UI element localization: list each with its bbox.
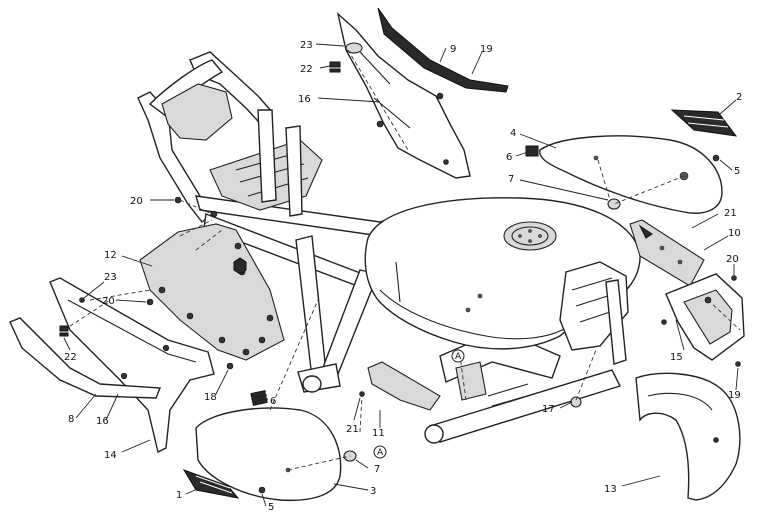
part-2-upper-badge: [670, 109, 738, 137]
part-8-fairing-trim: [9, 317, 162, 399]
part-4-upper-cover: [525, 135, 723, 214]
callout-17: 17: [542, 404, 555, 415]
callout-3: 3: [370, 486, 376, 497]
fuel-tank: [364, 197, 641, 365]
part-23-part-22-fasteners-left: [59, 297, 85, 337]
part-22-23-tail-fasteners: [329, 42, 363, 73]
part-12-side-panel: [139, 210, 285, 361]
callout-6-lower: 6: [270, 396, 276, 407]
callout-11: 11: [372, 428, 385, 439]
callout-5-lower: 5: [268, 502, 274, 513]
callout-23-tail: 23: [300, 40, 313, 51]
callout-6-upper: 6: [506, 152, 512, 163]
callout-21-right: 21: [724, 208, 737, 219]
part-10-bracket: [629, 219, 705, 287]
callout-labels: 1 2 3 4 5 5 6 6 7 7 8 9 10 11 12 13 14 1…: [64, 40, 742, 513]
callout-4: 4: [510, 128, 516, 139]
callout-20-left-lower: 20: [102, 296, 115, 307]
part-18-screw: [226, 362, 234, 370]
callout-7-lower: 7: [374, 464, 380, 475]
reference-mark-a-grommet: A: [377, 448, 384, 458]
part-1-lower-badge: [182, 469, 240, 499]
callout-18: 18: [204, 392, 217, 403]
callout-10: 10: [728, 228, 741, 239]
callout-5-upper: 5: [734, 166, 740, 177]
part-5-upper-screw: [712, 154, 720, 162]
callout-2: 2: [736, 92, 742, 103]
reference-mark-a-frame: A: [455, 352, 462, 362]
callout-22-tail: 22: [300, 64, 313, 75]
part-5-lower-screw: [258, 486, 266, 494]
part-11-bracket: [367, 361, 441, 411]
part-9-tail-trim: [377, 7, 509, 93]
callout-1: 1: [176, 490, 182, 501]
callout-7-upper: 7: [508, 174, 514, 185]
callout-22-left: 22: [64, 352, 77, 363]
callout-16-upper: 16: [298, 94, 311, 105]
callout-16-lower: 16: [96, 416, 109, 427]
callout-19-lower: 19: [728, 390, 741, 401]
part-17-grommet: [570, 396, 582, 408]
callout-20-left-upper: 20: [130, 196, 143, 207]
part-14-lower-fairing: [49, 277, 215, 454]
part-16-tail-panel: [336, 12, 471, 179]
callout-19-upper: 19: [480, 44, 493, 55]
callout-23-left: 23: [104, 272, 117, 283]
part-7-grommet-upper: [607, 198, 621, 210]
callout-21-lower: 21: [346, 424, 359, 435]
part-21-screw: [359, 391, 365, 397]
reference-marks: A A: [373, 349, 465, 459]
callout-9: 9: [450, 44, 456, 55]
leader-lines: [63, 43, 739, 507]
callout-14: 14: [104, 450, 117, 461]
part-13-lower-fairing: [635, 372, 741, 501]
assembly-lines: [63, 49, 741, 471]
part-15-cover-box: [661, 273, 745, 367]
callout-8: 8: [68, 414, 74, 425]
part-3-lower-cover: [195, 390, 342, 502]
callout-12: 12: [104, 250, 117, 261]
callout-13: 13: [604, 484, 617, 495]
callout-15: 15: [670, 352, 683, 363]
callout-20-right: 20: [726, 254, 739, 265]
